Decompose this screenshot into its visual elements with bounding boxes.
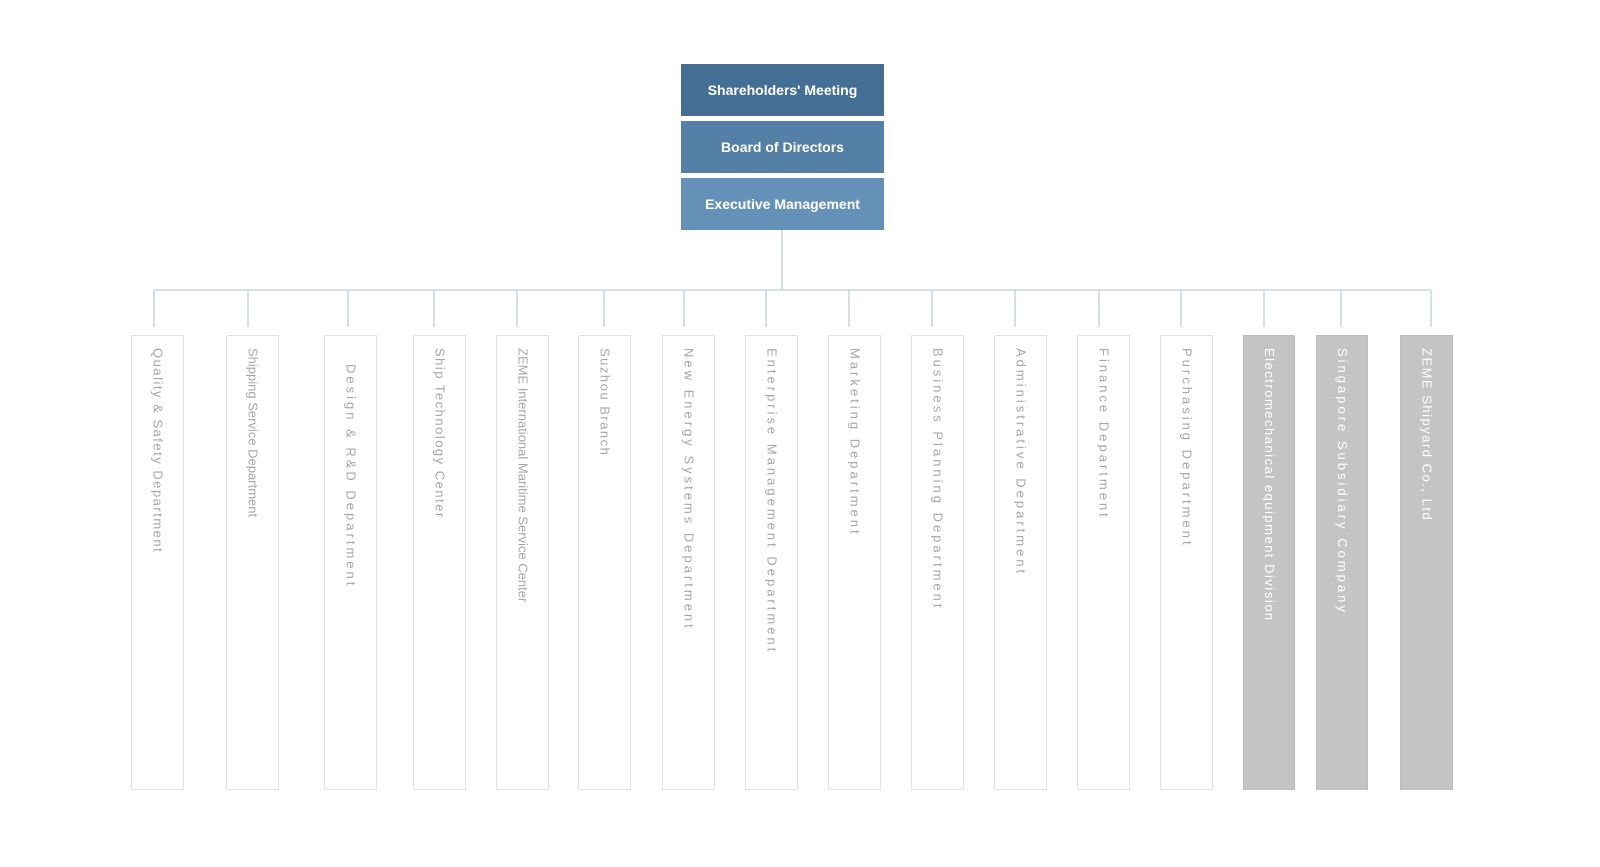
dept-shipping-service: Shipping Service Department [226,335,279,790]
subsidiary-zeme-shipyard: ZEME Shipyard Co., Ltd [1400,335,1453,790]
dept-label: Shipping Service Department [245,348,261,518]
dept-label: New Energy Systems Department [681,348,697,631]
dept-label: ZEME Shipyard Co., Ltd [1419,348,1435,522]
dept-label: Finance Department [1096,348,1112,520]
dept-international-maritime: ZEME International Maritime Service Cent… [496,335,549,790]
subsidiary-singapore: Singapore Subsidiary Company [1316,335,1368,790]
dept-finance: Finance Department [1077,335,1130,790]
dept-business-planning: Business Planning Department [911,335,964,790]
dept-label: Design & R&D Department [343,364,359,589]
dept-new-energy: New Energy Systems Department [662,335,715,790]
dept-design-rd: Design & R&D Department [324,335,377,790]
executive-management-box: Executive Management [681,178,884,230]
dept-label: Purchasing Department [1179,348,1195,548]
dept-label: Enterprise Management Department [764,348,780,655]
dept-label: Ship Technology Center [432,348,448,519]
dept-marketing: Marketing Department [828,335,881,790]
dept-label: Singapore Subsidiary Company [1335,348,1350,615]
dept-label: Suzhou Branch [597,348,613,457]
dept-ship-technology: Ship Technology Center [413,335,466,790]
dept-label: Business Planning Department [930,348,946,611]
dept-label: ZEME International Maritime Service Cent… [515,348,531,603]
dept-label: Quality & Safety Department [150,348,166,554]
shareholders-meeting-label: Shareholders' Meeting [707,82,858,98]
subsidiary-electromechanical: Electromechanical equipment Division [1243,335,1295,790]
dept-purchasing: Purchasing Department [1160,335,1213,790]
dept-label: Electromechanical equipment Division [1262,348,1277,622]
dept-quality-safety: Quality & Safety Department [131,335,184,790]
dept-suzhou-branch: Suzhou Branch [578,335,631,790]
dept-label: Administrative Department [1013,348,1029,577]
board-of-directors-label: Board of Directors [721,139,844,155]
shareholders-meeting-box: Shareholders' Meeting [681,64,884,116]
board-of-directors-box: Board of Directors [681,121,884,173]
dept-label: Marketing Department [847,348,863,537]
dept-administrative: Administrative Department [994,335,1047,790]
executive-management-label: Executive Management [705,196,860,212]
dept-enterprise-management: Enterprise Management Department [745,335,798,790]
